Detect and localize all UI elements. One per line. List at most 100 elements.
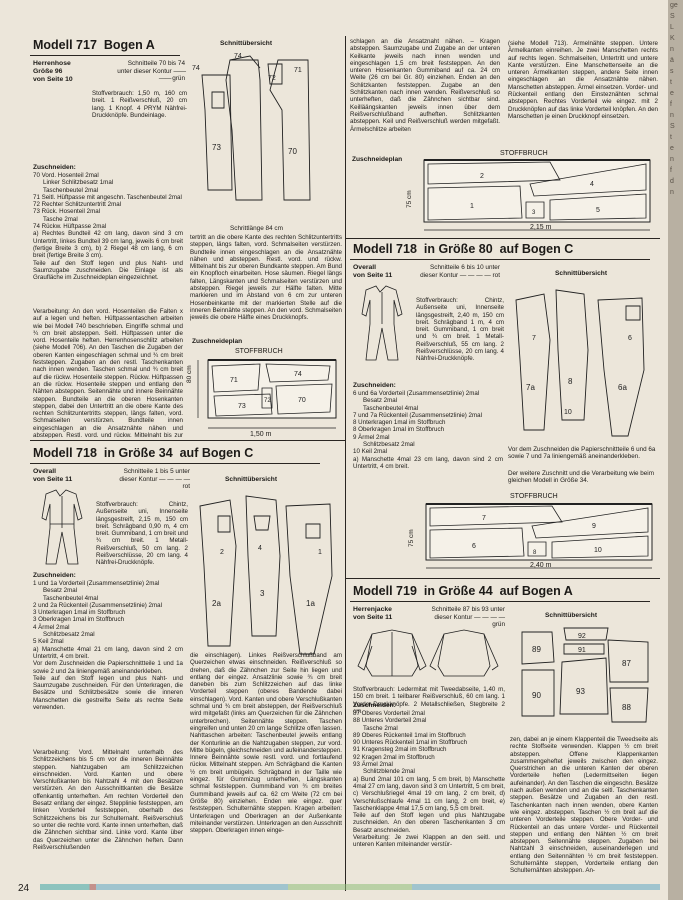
- model-717-plan-length: 1,50 m: [250, 431, 272, 438]
- svg-text:93: 93: [576, 687, 585, 696]
- svg-text:1: 1: [318, 549, 322, 556]
- svg-text:90: 90: [532, 691, 541, 700]
- model-719-title: Modell 719 in Größe 44 auf Bogen A: [353, 584, 573, 598]
- model-718-34-meta: Overall von Seite 11: [33, 468, 73, 483]
- svg-text:71: 71: [230, 377, 238, 384]
- model-719-diagram-title: Schnittübersicht: [545, 612, 598, 619]
- model-718-34-materials: Stoffverbrauch: Chintz, Außenseite uni, …: [96, 501, 188, 567]
- model-718-34-cutting: Schnitteile 1 bis 5 unter dieser Kontur …: [119, 468, 190, 490]
- svg-text:88: 88: [622, 703, 631, 712]
- model-719-instructions: zen, dabei an je einem Klappenteil die T…: [510, 736, 658, 875]
- svg-text:87: 87: [622, 659, 631, 668]
- model-719-materials: Stoffverbrauch: Ledermitat mit Tweedabse…: [353, 686, 505, 715]
- svg-text:89: 89: [532, 645, 541, 654]
- model-718-80-note: Vor dem Zuschneiden die Papierschnitttei…: [508, 446, 656, 461]
- continuation-text: schlagen an die Ansatznaht nähen. – Krag…: [350, 38, 500, 133]
- model-717-plan-width: 80 cm: [186, 365, 193, 383]
- model-719-cutting: Schnitteile 87 bis 93 unter dieser Kontu…: [431, 606, 505, 628]
- model-717-title: Modell 717 Bogen A: [33, 38, 155, 52]
- model-718-34-pattern-diagram: 2a 3 1a 2 1 4: [199, 495, 333, 655]
- overall-front-illustration: [41, 489, 83, 565]
- svg-text:6: 6: [472, 543, 476, 550]
- model-718-80-cutting-list: Zuschneiden: 6 und 6a Vorderteil (Zusamm…: [353, 382, 503, 470]
- model-719-section: Modell 719 in Größe 44 auf Bogen A Herre…: [350, 584, 660, 890]
- model-718-34-title: Modell 718 in Größe 34 auf Bogen C: [33, 446, 254, 460]
- model-718-80-plan-width: 75 cm: [408, 529, 415, 547]
- model-717-cutting-plan: 71 73 74 70 72: [197, 359, 337, 429]
- model-719-meta: Herrenjacke von Seite 11: [353, 606, 393, 621]
- svg-text:8: 8: [568, 377, 573, 386]
- svg-text:4: 4: [258, 545, 262, 552]
- model-717-plan-fold: STOFFBRUCH: [235, 348, 283, 355]
- model-718-80-materials: Stoffverbrauch: Chintz, Außenseite uni, …: [416, 297, 504, 363]
- svg-text:2: 2: [480, 173, 484, 180]
- model-719-pattern-diagram: 89 92 91 87 90 93 88: [521, 627, 649, 723]
- svg-text:2: 2: [220, 549, 224, 556]
- svg-text:4: 4: [590, 181, 594, 188]
- model-718-80-plan-length: 2,40 m: [530, 562, 552, 569]
- column-divider: [345, 36, 346, 891]
- continuation-text-right: (siehe Modell 713). Ärmelnähte steppen. …: [508, 40, 658, 120]
- svg-text:1: 1: [470, 203, 474, 210]
- svg-text:10: 10: [564, 409, 572, 416]
- model-718-34-plan-length: 2,15 m: [530, 224, 552, 231]
- model-717-section: Modell 717 Bogen A Herrenhose Größe 96 v…: [30, 38, 342, 438]
- model-717-meta: Herrenhose Größe 96 von Seite 10: [33, 60, 73, 83]
- model-717-diagram-title: Schnittübersicht: [220, 40, 273, 47]
- model-718-34-plan-title: Zuschneideplan: [352, 156, 403, 163]
- model-718-80-pattern-diagram: 7a 8 6a 7 6 10: [515, 289, 645, 437]
- svg-text:91: 91: [578, 647, 586, 654]
- model-717-cutting: Schnitteile 70 bis 74 unter dieser Kontu…: [117, 60, 186, 82]
- svg-text:70: 70: [288, 147, 297, 156]
- svg-text:72: 72: [264, 398, 271, 404]
- svg-text:6: 6: [628, 335, 632, 342]
- model-718-80-diagram-title: Schnittübersicht: [555, 270, 608, 277]
- model-718-80-cutting-plan: 7 6 9 10 8: [425, 503, 653, 569]
- model-717-pattern-diagram: 73 70 72 74 74 71: [192, 53, 311, 201]
- overall-front-illustration: [361, 285, 403, 361]
- svg-text:92: 92: [578, 633, 586, 640]
- svg-text:7: 7: [482, 515, 486, 522]
- model-717-length-note: Schrittlänge 84 cm: [230, 225, 283, 232]
- svg-text:3: 3: [260, 589, 265, 598]
- model-718-34-plan-width: 75 cm: [406, 190, 413, 208]
- svg-text:74: 74: [234, 53, 242, 60]
- model-718-34-continuation: schlagen an die Ansatznaht nähen. – Krag…: [350, 38, 660, 236]
- svg-text:9: 9: [592, 523, 596, 530]
- svg-text:70: 70: [298, 397, 306, 404]
- svg-text:5: 5: [596, 207, 600, 214]
- section-divider: [345, 238, 660, 239]
- svg-text:10: 10: [594, 547, 602, 554]
- model-718-80-section: Modell 718 in Größe 80 auf Bogen C Overa…: [350, 242, 660, 576]
- model-718-80-note2: Der weitere Zuschnitt und die Verarbeitu…: [508, 470, 654, 485]
- svg-text:73: 73: [212, 143, 221, 152]
- svg-text:72: 72: [268, 75, 276, 82]
- model-718-34-section: Modell 718 in Größe 34 auf Bogen C Overa…: [30, 446, 342, 886]
- model-717-cutting-list: Zuschneiden: 70 Vord. Hosenteil 2mal Lin…: [33, 164, 183, 282]
- model-718-34-plan-fold: STOFFBRUCH: [500, 150, 548, 157]
- svg-text:2a: 2a: [212, 599, 221, 608]
- svg-text:7: 7: [532, 335, 536, 342]
- svg-text:74: 74: [294, 371, 302, 378]
- model-717-plan-title: Zuschneideplan: [192, 338, 243, 345]
- model-719-cutting-list: Zuschneiden: 87 Oberes Vorderteil 2mal 8…: [353, 702, 505, 849]
- section-divider: [345, 578, 660, 579]
- model-718-34-cutting-list: Zuschneiden: 1 und 1a Vorderteil (Zusamm…: [33, 572, 183, 712]
- svg-text:1a: 1a: [306, 599, 315, 608]
- model-718-80-cutting: Schnitteile 6 bis 10 unter dieser Kontur…: [420, 264, 500, 279]
- model-717-materials: Stoffverbrauch: 1,50 m, 160 cm breit. 1 …: [92, 90, 187, 119]
- model-717-instructions-cont: tertritt an die obere Kante des rechten …: [190, 234, 342, 322]
- model-718-80-plan-fold: STOFFBRUCH: [510, 493, 558, 500]
- section-divider: [30, 440, 345, 441]
- model-718-34-diagram-title: Schnittübersicht: [225, 476, 278, 483]
- model-718-34-cutting-plan: 2 1 4 5 3: [423, 159, 651, 231]
- svg-text:74: 74: [192, 65, 200, 72]
- model-718-34-instructions: Verarbeitung: Vord. Mittelnaht unterhalb…: [33, 749, 183, 851]
- decorative-stripe: [40, 884, 660, 890]
- model-718-80-title: Modell 718 in Größe 80 auf Bogen C: [353, 242, 574, 256]
- svg-text:8: 8: [533, 550, 537, 556]
- svg-text:73: 73: [238, 403, 246, 410]
- model-718-80-meta: Overall von Seite 11: [353, 264, 393, 279]
- jacket-illustration: [357, 629, 499, 677]
